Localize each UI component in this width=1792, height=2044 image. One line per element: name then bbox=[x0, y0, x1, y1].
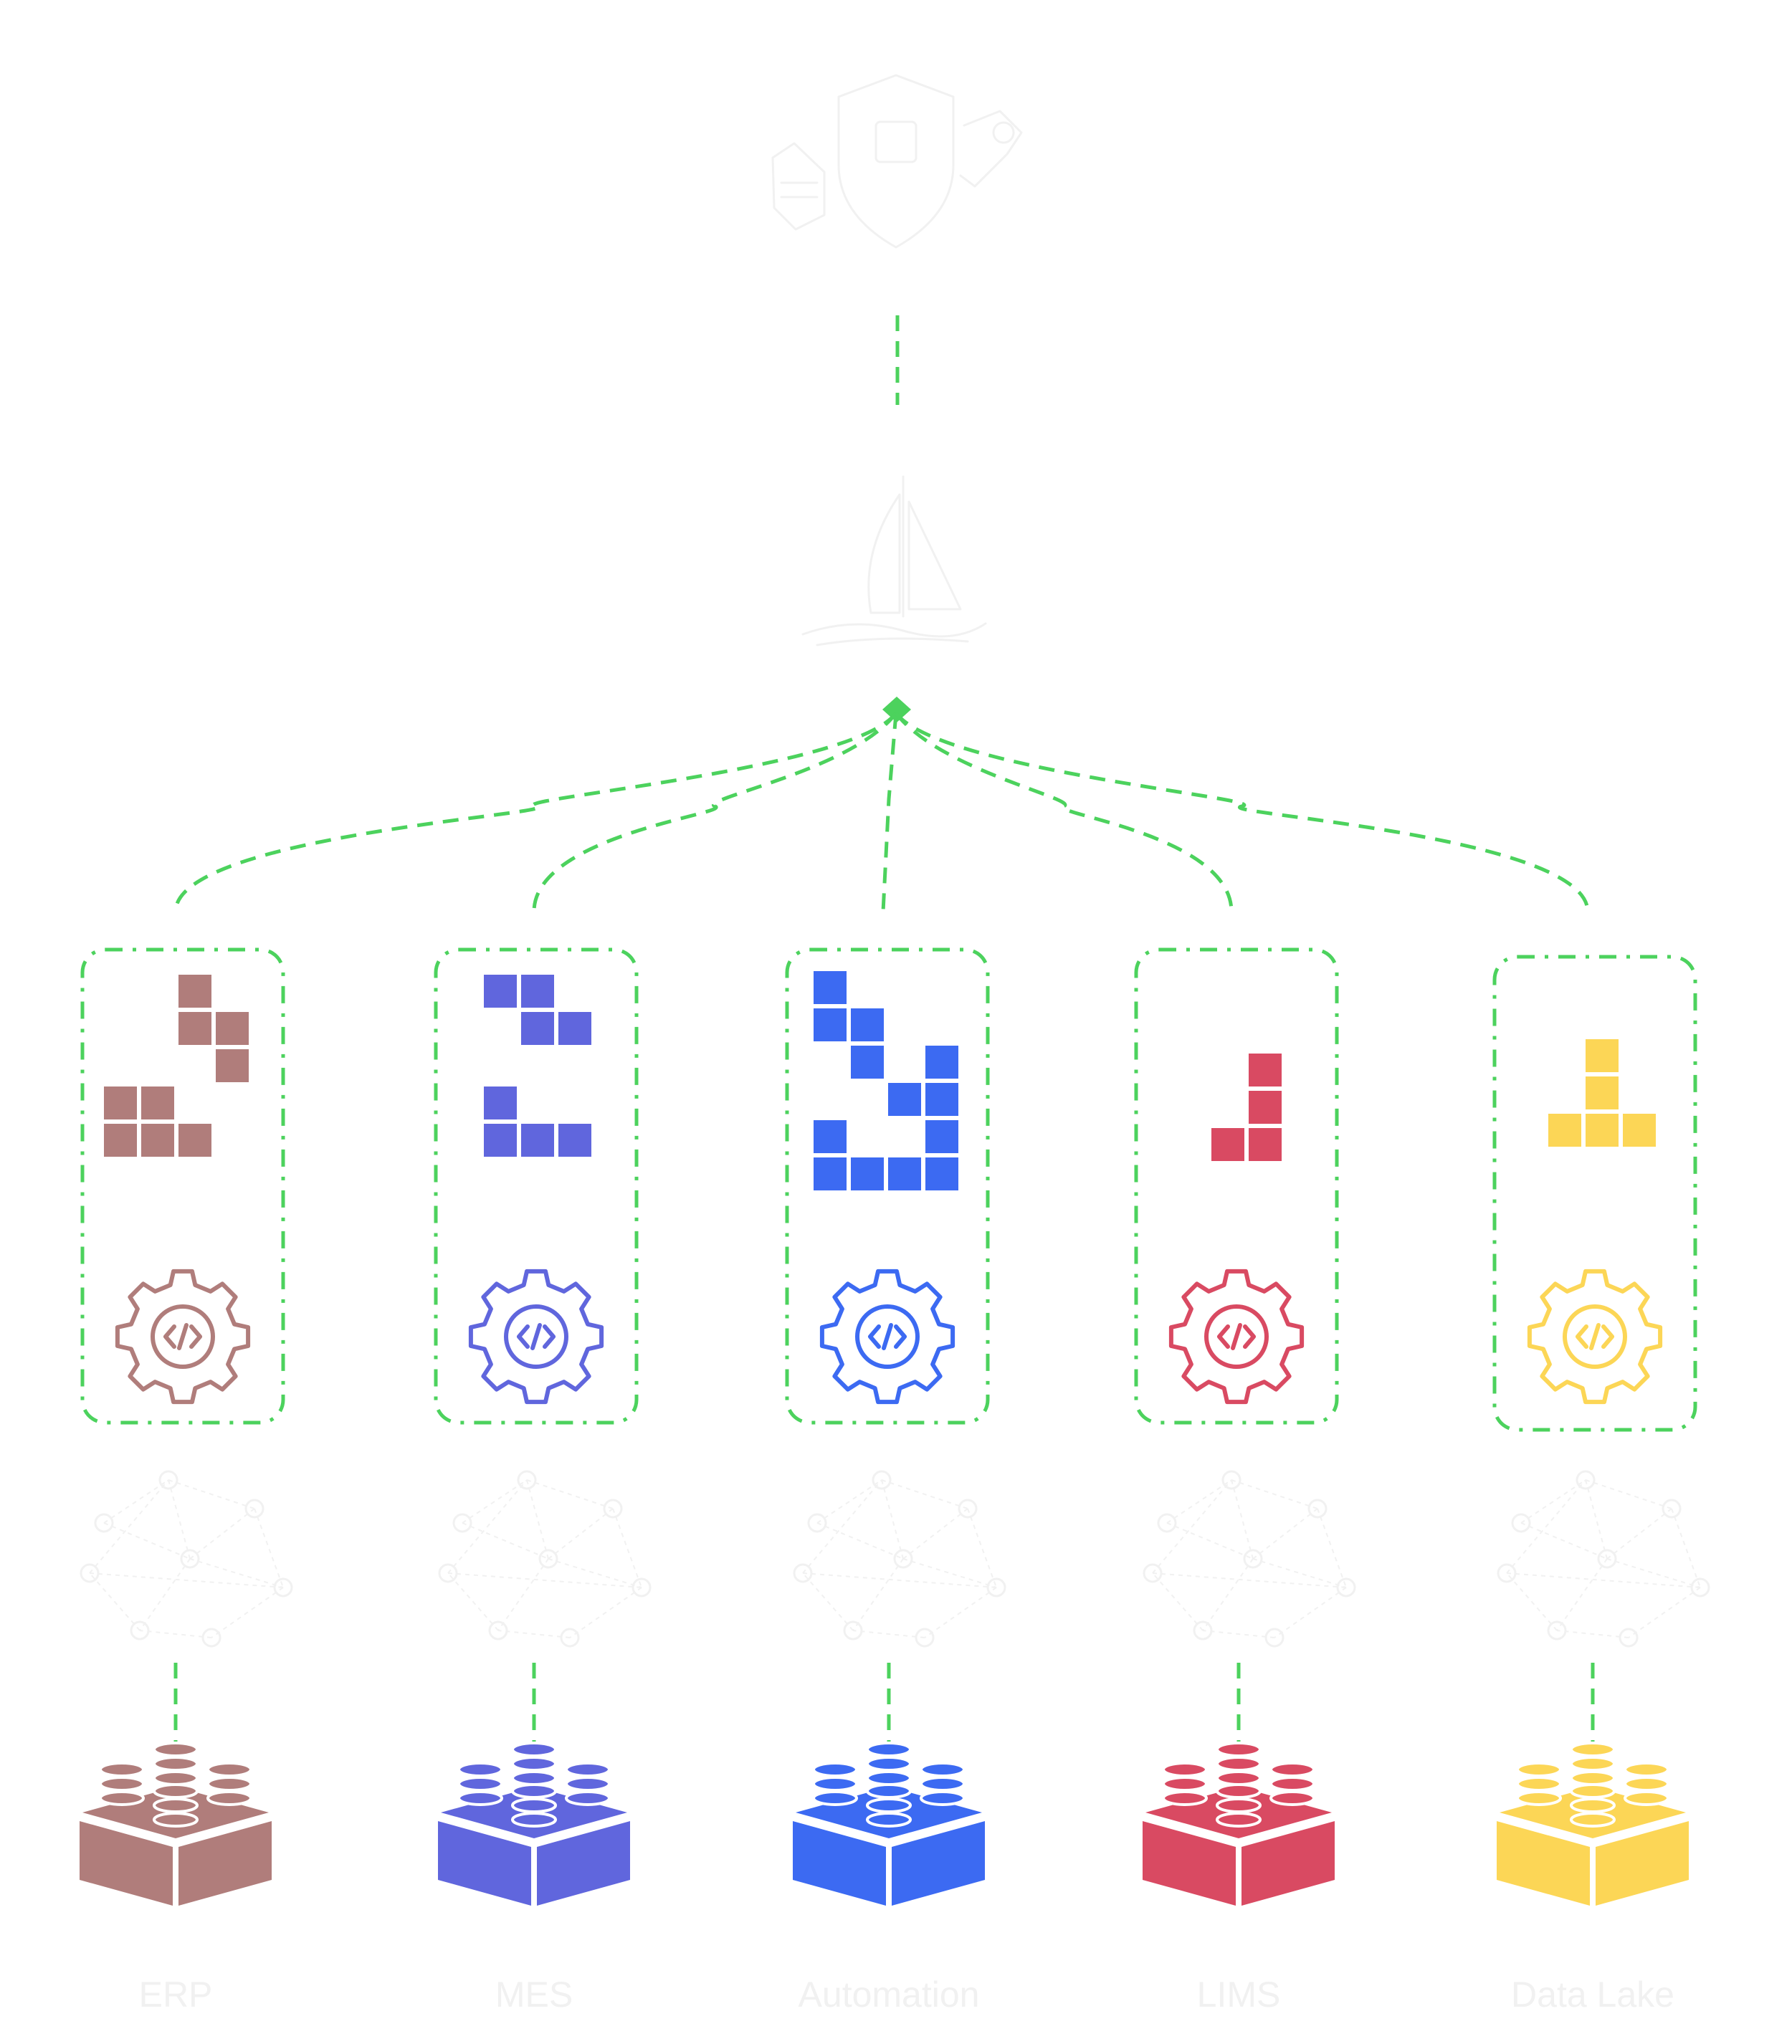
database-brick-icon bbox=[80, 1742, 272, 1906]
network-graph-icon bbox=[1497, 1470, 1710, 1648]
hub-connector-erp bbox=[173, 712, 897, 912]
source-column-automation: Automation bbox=[785, 947, 1006, 2015]
block-pattern-icon bbox=[484, 975, 591, 1157]
source-label-erp: ERP bbox=[139, 1974, 213, 2015]
network-graph-icon bbox=[1143, 1470, 1356, 1648]
database-brick-icon bbox=[1143, 1742, 1335, 1906]
code-gear-icon bbox=[468, 1269, 604, 1405]
source-label-automation: Automation bbox=[799, 1974, 980, 2015]
source-columns: ERP MES Automation LIMS Data Lake bbox=[80, 947, 1710, 2015]
code-gear-icon bbox=[819, 1269, 955, 1405]
source-label-lims: LIMS bbox=[1197, 1974, 1281, 2015]
block-pattern-icon bbox=[814, 971, 958, 1190]
hub-connector-automation bbox=[881, 712, 898, 912]
hub-connector-mes bbox=[532, 712, 897, 912]
source-box bbox=[1134, 947, 1339, 1425]
database-brick-icon bbox=[1497, 1742, 1689, 1906]
hub-connector-data-lake bbox=[895, 712, 1590, 912]
hub-arrowhead bbox=[882, 697, 911, 722]
network-graph-icon bbox=[80, 1470, 293, 1648]
shield-tools-icon bbox=[771, 74, 1023, 249]
source-column-lims: LIMS bbox=[1134, 947, 1356, 2015]
source-box bbox=[1492, 955, 1697, 1432]
source-column-erp: ERP bbox=[80, 947, 293, 2015]
block-pattern-icon bbox=[1548, 1039, 1656, 1147]
database-brick-icon bbox=[793, 1742, 985, 1906]
hub-connector-lims bbox=[895, 712, 1234, 912]
block-pattern-icon bbox=[104, 975, 249, 1157]
code-gear-icon bbox=[1168, 1269, 1305, 1405]
network-graph-icon bbox=[438, 1470, 652, 1648]
source-label-mes: MES bbox=[495, 1974, 573, 2015]
code-gear-icon bbox=[1527, 1269, 1663, 1405]
network-graph-icon bbox=[793, 1470, 1006, 1648]
hub-connectors bbox=[173, 712, 1590, 912]
source-column-data-lake: Data Lake bbox=[1492, 955, 1710, 2015]
database-brick-icon bbox=[438, 1742, 630, 1906]
block-pattern-icon bbox=[1211, 1054, 1282, 1161]
source-column-mes: MES bbox=[434, 947, 652, 2015]
sailboat-icon bbox=[801, 475, 987, 646]
source-label-data-lake: Data Lake bbox=[1511, 1974, 1674, 2015]
code-gear-icon bbox=[115, 1269, 251, 1405]
